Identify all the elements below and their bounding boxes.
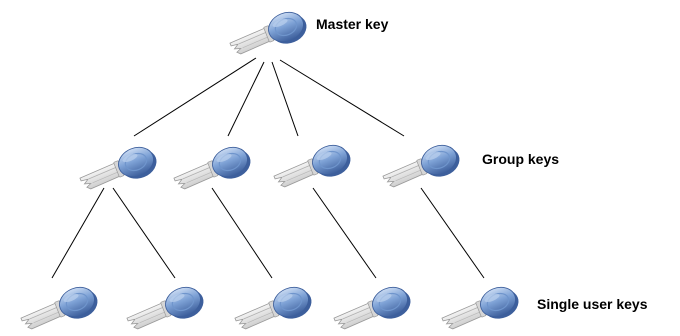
key-group-4-icon — [382, 144, 460, 188]
key-group-1-icon — [79, 146, 157, 190]
connector-key-group-1-to-key-user-2 — [112, 187, 176, 279]
key-user-2-icon — [126, 286, 204, 330]
single-user-keys-label: Single user keys — [537, 296, 648, 312]
key-user-4-icon — [333, 286, 411, 330]
connector-key-master-to-key-group-2 — [227, 61, 265, 137]
master-key-label: Master key — [316, 16, 389, 32]
connector-key-group-2-to-key-user-3 — [211, 187, 273, 279]
group-keys-label: Group keys — [482, 151, 560, 167]
connector-lines — [51, 57, 485, 279]
key-user-5-icon — [441, 286, 519, 330]
connector-key-group-1-to-key-user-1 — [51, 187, 105, 279]
key-user-1-icon — [20, 286, 98, 330]
connector-key-master-to-key-group-4 — [279, 59, 405, 137]
key-user-3-icon — [234, 286, 312, 330]
connector-key-group-3-to-key-user-4 — [312, 187, 377, 279]
connector-key-group-4-to-key-user-5 — [420, 187, 485, 279]
keys — [20, 11, 519, 330]
key-group-2-icon — [173, 146, 251, 190]
connector-key-master-to-key-group-1 — [133, 57, 257, 137]
key-master-icon — [229, 11, 307, 55]
connector-key-master-to-key-group-3 — [271, 61, 299, 137]
key-group-3-icon — [273, 144, 351, 188]
